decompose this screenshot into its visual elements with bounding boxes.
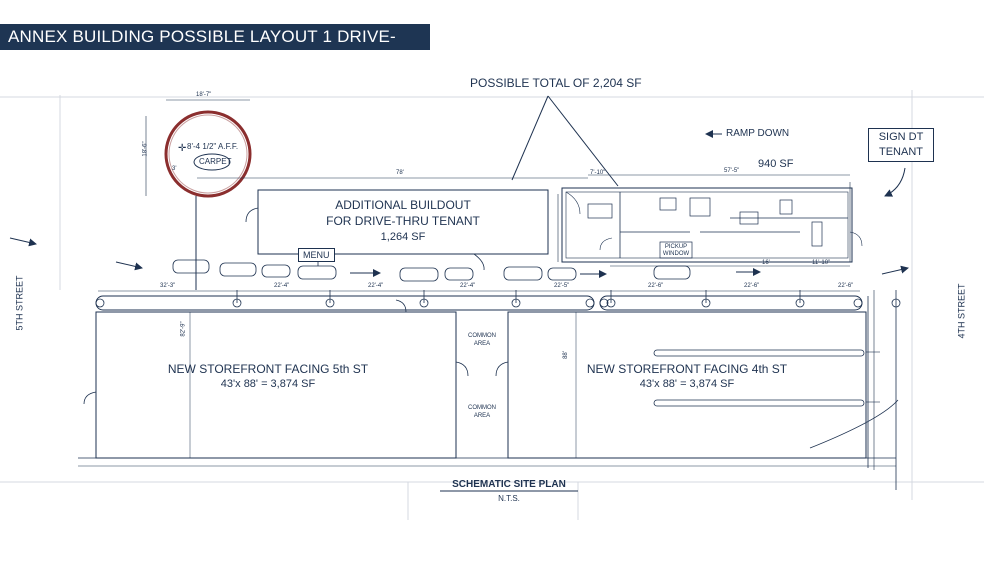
ramp-down-label: RAMP DOWN bbox=[726, 128, 790, 139]
circle-radius-label: 3' bbox=[172, 166, 177, 172]
dim-11-10: 11'-10" bbox=[812, 260, 831, 266]
page-title: ANNEX BUILDING POSSIBLE LAYOUT 1 DRIVE-T… bbox=[0, 24, 430, 72]
storefront-5th-title: NEW STOREFRONT FACING 5th ST bbox=[167, 362, 369, 376]
dim-22-4-a: 22'-4" bbox=[274, 283, 290, 289]
possible-total-label: POSSIBLE TOTAL OF 2,204 SF bbox=[470, 76, 642, 90]
dim-22-6-b: 22'-6" bbox=[744, 283, 760, 289]
circle-dim-top: 18'-7" bbox=[196, 92, 212, 98]
dim-82-9: 82'-9" bbox=[180, 321, 187, 337]
schematic-title: SCHEMATIC SITE PLAN bbox=[452, 479, 566, 490]
target-icon: ✛ bbox=[178, 143, 187, 154]
storefront-4th-title: NEW STOREFRONT FACING 4th ST bbox=[586, 362, 788, 376]
pickup-window-label: PICKUP WINDOW bbox=[662, 244, 690, 257]
menu-board-label: MENU bbox=[298, 248, 335, 262]
sign-dt-tenant-label: SIGN DT TENANT bbox=[868, 128, 934, 162]
dim-57-5: 57'-5" bbox=[724, 168, 740, 174]
scale-note: N.T.S. bbox=[498, 494, 520, 503]
street-label-5th: 5TH STREET bbox=[14, 275, 25, 331]
dim-16: 16' bbox=[762, 260, 770, 266]
dim-32-3: 32'-3" bbox=[160, 283, 176, 289]
drive-thru-area: 940 SF bbox=[758, 158, 794, 170]
common-area-label-1: COMMON AREA bbox=[468, 333, 496, 347]
carpet-label: CARPET bbox=[199, 157, 232, 166]
dim-22-4-c: 22'-4" bbox=[460, 283, 476, 289]
dim-22-6-c: 22'-6" bbox=[838, 283, 854, 289]
storefront-5th-area: 43'x 88' = 3,874 SF bbox=[220, 378, 316, 390]
dim-22-5: 22'-5" bbox=[554, 283, 570, 289]
ceiling-height-label: 8'-4 1/2" A.F.F. bbox=[187, 142, 239, 151]
buildout-area: 1,264 SF bbox=[380, 231, 426, 243]
buildout-line2: FOR DRIVE-THRU TENANT bbox=[326, 214, 480, 228]
circle-dim-left: 18'-6" bbox=[142, 141, 149, 157]
street-label-4th: 4TH STREET bbox=[956, 283, 967, 339]
common-area-label-2: COMMON AREA bbox=[468, 405, 496, 419]
storefront-4th-area: 43'x 88' = 3,874 SF bbox=[639, 378, 735, 390]
dim-78: 78' bbox=[396, 170, 404, 176]
dim-22-4-b: 22'-4" bbox=[368, 283, 384, 289]
dim-88: 88' bbox=[562, 351, 569, 359]
dim-7-10: 7'-10" bbox=[590, 170, 606, 176]
dim-22-6-a: 22'-6" bbox=[648, 283, 664, 289]
buildout-line1: ADDITIONAL BUILDOUT bbox=[335, 198, 471, 212]
